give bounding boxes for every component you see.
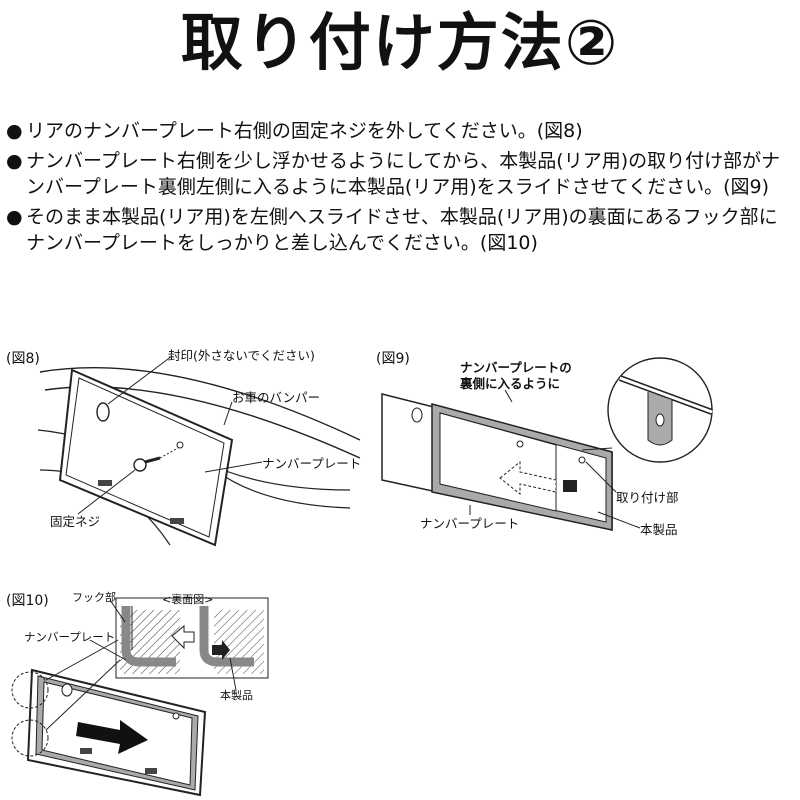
left-arrow-icon xyxy=(171,624,195,650)
bumper-label: お車のバンパー xyxy=(232,390,321,405)
plate-label: ナンバープレート xyxy=(262,456,362,471)
figure-10-label: (図10) xyxy=(6,593,49,609)
product-label: 本製品 xyxy=(640,522,678,537)
plate-label: ナンバープレート xyxy=(420,516,520,531)
instruction-step-2: ●ナンバープレート右側を少し浮かせるようにしてから、本製品(リア用)の取り付け部… xyxy=(6,150,781,198)
page-title: 取り付け方法② xyxy=(180,6,620,79)
plate-label: ナンバープレート xyxy=(24,630,116,644)
insert-instruction-line1: ナンバープレートの xyxy=(460,360,572,375)
instruction-list: ●リアのナンバープレート右側の固定ネジを外してください。(図8) ●ナンバープレ… xyxy=(6,118,796,260)
mount-label: 取り付け部 xyxy=(616,490,679,505)
bullet-icon: ● xyxy=(6,206,23,228)
slide-left-arrow xyxy=(499,460,557,496)
slide-right-arrow xyxy=(76,720,148,754)
bullet-icon: ● xyxy=(6,150,23,172)
product-label: 本製品 xyxy=(220,689,253,702)
bumper-outline xyxy=(39,367,361,441)
instruction-step-1: ●リアのナンバープレート右側の固定ネジを外してください。(図8) xyxy=(6,120,583,142)
figure-8-label: (図8) xyxy=(6,351,40,367)
hook-label: フック部 xyxy=(72,591,116,604)
screw-label: 固定ネジ xyxy=(50,514,101,529)
instruction-step-3: ●そのまま本製品(リア用)を左側へスライドさせ、本製品(リア用)の裏面にあるフッ… xyxy=(6,206,778,254)
seal-icon xyxy=(96,402,110,422)
insert-instruction-line2: 裏側に入るように xyxy=(460,376,561,391)
screw-icon xyxy=(133,447,179,472)
bullet-icon: ● xyxy=(6,120,23,142)
figure-8 xyxy=(37,355,361,547)
figure-10 xyxy=(11,597,269,797)
figure-9-label: (図9) xyxy=(376,351,410,367)
seal-label: 封印(外さないでください) xyxy=(168,348,315,363)
back-view-label: <裏面図> xyxy=(162,593,214,606)
figure-9 xyxy=(381,357,714,531)
